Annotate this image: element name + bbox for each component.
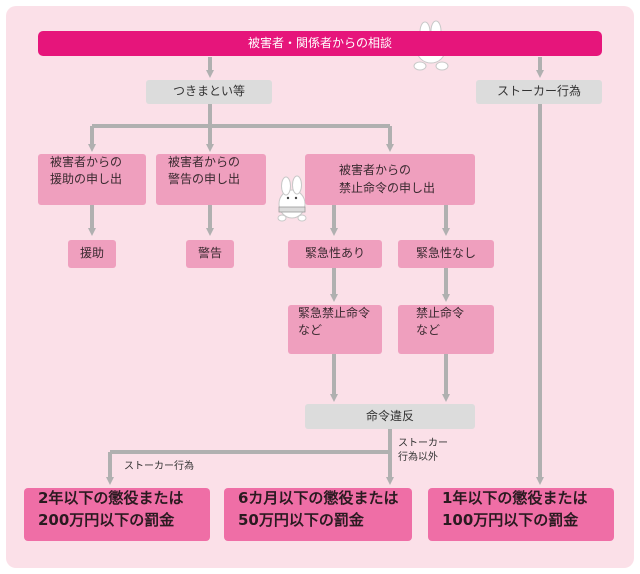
edge-label-non-stalker: ストーカー 行為以外 <box>398 437 448 465</box>
node-tsukimatoi: つきまとい等 <box>146 80 272 104</box>
penalty-1-line1: 2年以下の懲役または <box>38 489 184 507</box>
edge-label-stalker: ストーカー行為 <box>124 461 194 472</box>
edge-label-non-stalker-line2: 行為以外 <box>398 452 438 463</box>
penalty-2-line2: 50万円以下の罰金 <box>238 510 364 529</box>
node-prohibit-order: 禁止命令 など <box>398 305 494 354</box>
node-prohibit-request-line2: 禁止命令の申し出 <box>339 180 436 195</box>
edge-label-non-stalker-line1: ストーカー <box>398 438 448 449</box>
penalty-2-line1: 6カ月以下の懲役または <box>238 489 399 507</box>
node-assist-request: 被害者からの 援助の申し出 <box>38 154 146 205</box>
node-stalker-act: ストーカー行為 <box>476 80 602 104</box>
node-warning: 警告 <box>186 240 234 268</box>
penalty-1-line2: 200万円以下の罰金 <box>38 510 175 529</box>
node-emergency-order-line2: など <box>298 323 323 338</box>
penalty-3-line1: 1年以下の懲役または <box>442 489 588 507</box>
node-urgent: 緊急性あり <box>288 240 382 268</box>
penalty-box-1: 2年以下の懲役または 200万円以下の罰金 <box>24 488 210 541</box>
node-warning-request-line1: 被害者からの <box>168 155 241 169</box>
node-assist: 援助 <box>68 240 116 268</box>
node-prohibit-request-line1: 被害者からの <box>339 163 412 178</box>
node-emergency-order-line1: 緊急禁止命令 <box>298 306 371 320</box>
penalty-box-3: 1年以下の懲役または 100万円以下の罰金 <box>428 488 614 541</box>
node-warning-request-line2: 警告の申し出 <box>168 172 241 187</box>
penalty-box-2: 6カ月以下の懲役または 50万円以下の罰金 <box>224 488 412 541</box>
node-prohibit-order-line1: 禁止命令 <box>416 306 465 320</box>
node-warning-request: 被害者からの 警告の申し出 <box>156 154 266 205</box>
top-banner: 被害者・関係者からの相談 <box>38 31 602 56</box>
penalty-3-line2: 100万円以下の罰金 <box>442 510 579 529</box>
node-prohibit-request: 被害者からの 禁止命令の申し出 <box>305 154 475 205</box>
node-prohibit-order-line2: など <box>416 323 441 338</box>
node-emergency-order: 緊急禁止命令 など <box>288 305 382 354</box>
node-not-urgent: 緊急性なし <box>398 240 494 268</box>
node-violation: 命令違反 <box>305 404 475 429</box>
bunny-icon <box>277 175 307 222</box>
node-assist-request-line1: 被害者からの <box>50 155 123 169</box>
node-assist-request-line2: 援助の申し出 <box>50 172 123 187</box>
